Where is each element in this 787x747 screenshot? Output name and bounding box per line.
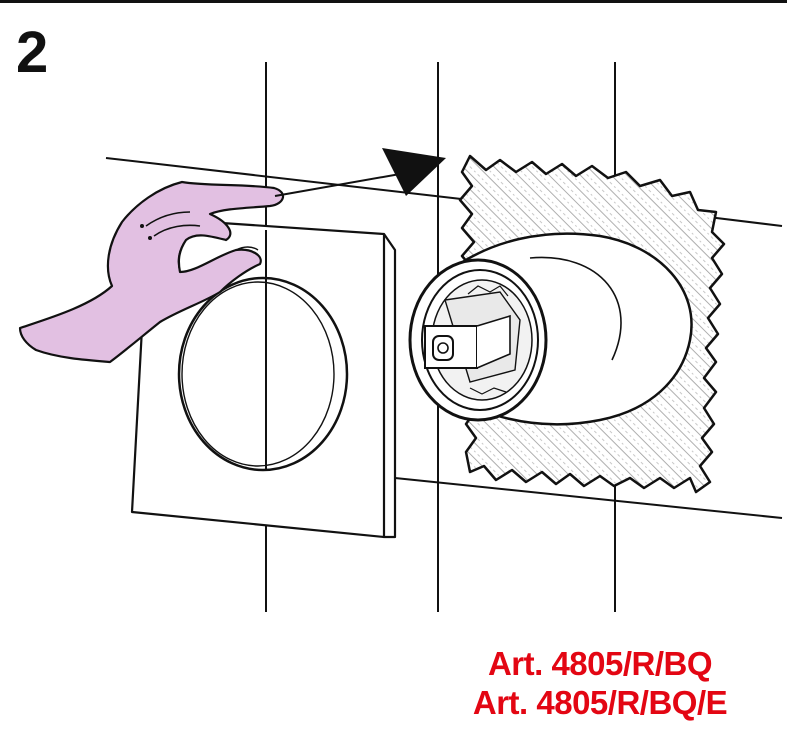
article-number: Art. 4805/R/BQ/E	[472, 684, 728, 721]
switch-mechanism	[408, 258, 548, 422]
step-number: 2	[16, 20, 49, 85]
article-number: Art. 4805/R/BQ	[487, 645, 713, 682]
push-arrow-icon	[274, 148, 446, 197]
hand-icon	[18, 180, 284, 364]
flush-box-inner-curve	[529, 256, 622, 361]
